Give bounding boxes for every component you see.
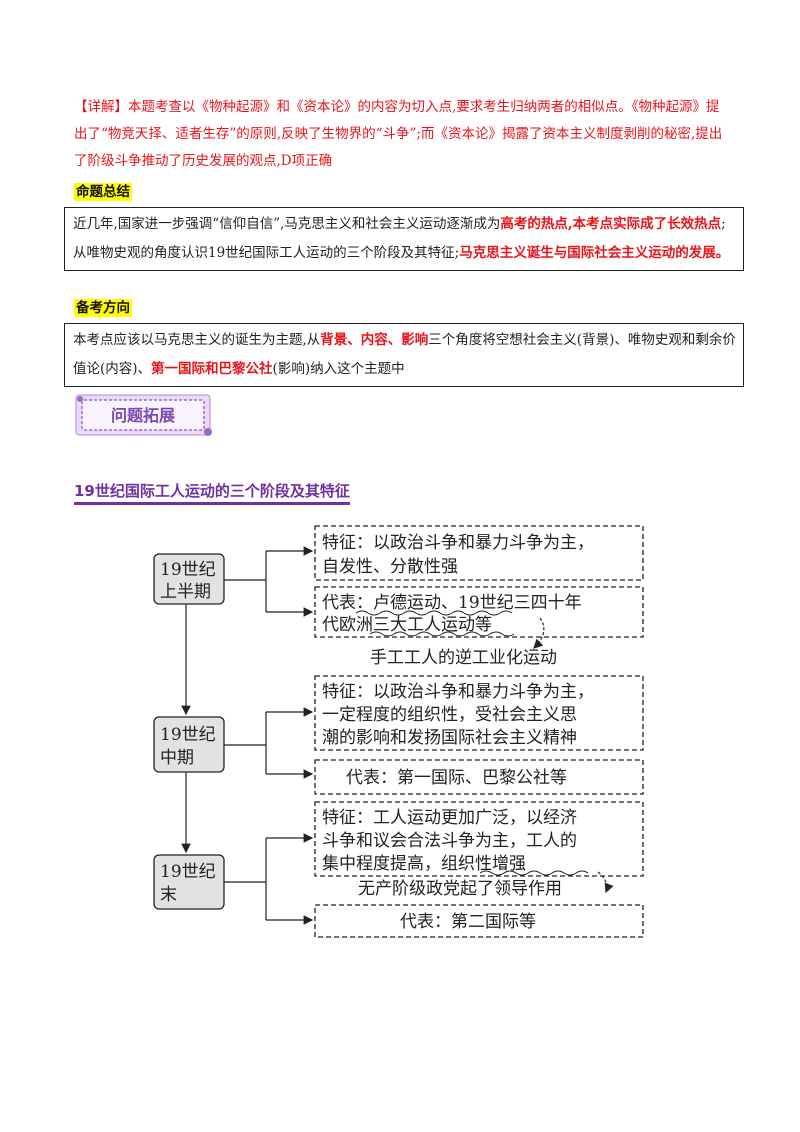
direction-heading: 备考方向 [74, 299, 132, 317]
detail-bracket: 【详解】 [74, 99, 128, 115]
s2-feature-line3: 潮的影响和发扬国际社会主义精神 [322, 728, 577, 748]
s3-feature-box: 特征：工人运动更加广泛，以经济 斗争和议会合法斗争为主，工人的 集中程度提高，组… [314, 801, 644, 894]
s2-rep-box: 代表：第一国际、巴黎公社等 [314, 759, 644, 795]
stage-1-line1: 19世纪 [160, 560, 216, 580]
stage-1-line2: 上半期 [160, 582, 211, 602]
stage-2-line2: 中期 [160, 748, 194, 768]
s1-rep-line2: 代欧洲三大工人运动等 [322, 615, 492, 635]
direction-text-1: 本考点应该以马克思主义的诞生为主题,从 [73, 332, 321, 348]
answer-detail: 【详解】本题考查以《物种起源》和《资本论》的内容为切入点,要求考生归纳两者的相似… [74, 94, 730, 175]
direction-bold-2: 第一国际和巴黎公社 [151, 361, 273, 377]
s3-feature-wavy-underline [479, 870, 589, 876]
direction-bold-1: 背景、内容、影响 [320, 332, 429, 348]
stage-3-line1: 19世纪 [160, 862, 216, 882]
s1-feature-box: 特征：以政治斗争和暴力斗争为主， 自发性、分散性强 [314, 525, 644, 581]
s3-feature-line3: 集中程度提高，组织性增强 [322, 854, 526, 874]
s2-feature-line2: 一定程度的组织性，受社会主义思 [322, 705, 577, 725]
summary-bold-2: 马克思主义诞生与国际社会主义运动的发展。 [459, 245, 730, 261]
s1-rep-line1: 代表：卢德运动、19世纪三四十年 [322, 593, 582, 613]
stage-3-line2: 末 [160, 885, 177, 905]
s3-feature-line1: 特征：工人运动更加广泛，以经济 [322, 808, 577, 828]
s3-rep-box: 代表：第二国际等 [314, 904, 644, 938]
s1-feature-line2: 自发性、分散性强 [322, 557, 458, 577]
stage-box-3: 19世纪 末 [153, 854, 225, 910]
s3-note-arrow [597, 871, 614, 894]
s2-feature-line1: 特征：以政治斗争和暴力斗争为主， [322, 682, 594, 702]
s1-note-arrow [533, 617, 545, 649]
summary-box: 近几年,国家进一步强调“信仰自信”,马克思主义和社会主义运动逐渐成为高考的热点,… [64, 207, 744, 271]
direction-text-3: (影响)纳入这个主题中 [272, 361, 405, 377]
s1-rep-wavy-underline-1 [355, 610, 513, 616]
summary-bold-1: 高考的热点,本考点实际成了长效热点 [500, 216, 722, 232]
s3-rep-text: 代表：第二国际等 [400, 912, 536, 932]
topic-banner: 问题拓展 [75, 394, 212, 436]
summary-heading: 命题总结 [74, 183, 132, 201]
section-title: 19世纪国际工人运动的三个阶段及其特征 [74, 482, 350, 505]
s2-rep-text: 代表：第一国际、巴黎公社等 [346, 768, 567, 788]
summary-text-2: ;从唯物史观的角度认识19世纪国际工人运动的三个阶段及其特征; [73, 216, 726, 261]
stage-box-2: 19世纪 中期 [153, 716, 225, 773]
s1-rep-box: 代表：卢德运动、19世纪三四十年 代欧洲三大工人运动等 [314, 586, 644, 649]
direction-box: 本考点应该以马克思主义的诞生为主题,从背景、内容、影响三个角度将空想社会主义(背… [64, 323, 744, 387]
summary-text-1: 近几年,国家进一步强调“信仰自信”,马克思主义和社会主义运动逐渐成为 [73, 216, 501, 232]
s3-note: 无产阶级政党起了领导作用 [358, 879, 562, 899]
s1-rep-wavy-underline-2 [369, 631, 515, 637]
stage-2-line1: 19世纪 [160, 725, 216, 745]
s1-feature-line1: 特征：以政治斗争和暴力斗争为主， [322, 533, 594, 553]
s3-feature-line2: 斗争和议会合法斗争为主，工人的 [322, 831, 577, 851]
banner-label: 问题拓展 [111, 406, 176, 425]
s1-note: 手工工人的逆工业化运动 [370, 648, 557, 668]
s2-feature-box: 特征：以政治斗争和暴力斗争为主， 一定程度的组织性，受社会主义思 潮的影响和发扬… [314, 675, 644, 751]
direction-text-2: 三个角度将空想社会主义(背景)、唯物史观和剩余价值论(内容)、 [73, 332, 736, 377]
detail-text: 本题考查以《物种起源》和《资本论》的内容为切入点,要求考生归纳两者的相似点。《物… [74, 99, 723, 169]
stage-box-1: 19世纪 上半期 [153, 553, 225, 605]
